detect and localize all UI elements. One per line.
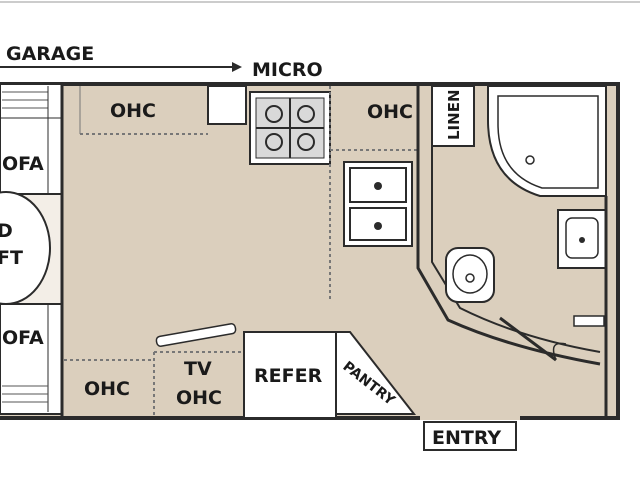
sofa-bottom-cushion: [2, 385, 48, 403]
ohc-top-label: OHC: [110, 100, 156, 122]
bath-wall: [416, 84, 601, 366]
refer-label: REFER: [254, 365, 323, 387]
ohc-bottom-label: OHC: [84, 378, 130, 400]
burner-grid: [265, 105, 315, 151]
linen-label: LINEN: [445, 90, 463, 141]
sofa-bottom-label: OFA: [2, 327, 44, 349]
loft-label-1: D: [0, 220, 13, 242]
toilet-icon: [445, 247, 495, 303]
counter-block: [207, 85, 247, 125]
sofa-bottom: [0, 303, 63, 415]
micro-label: MICRO: [252, 59, 323, 81]
sofa-top: [0, 83, 63, 195]
rear-door-jamb: [573, 315, 605, 327]
ohc-mid-label: OHC: [367, 101, 413, 123]
tv-icon: [155, 323, 237, 347]
garage-label: GARAGE: [6, 43, 94, 65]
tv-label-2: OHC: [176, 387, 222, 409]
sofa-top-label: OFA: [2, 153, 44, 175]
door-swing-icon: [499, 316, 567, 362]
entry-label: ENTRY: [432, 427, 501, 449]
linen-cabinet: [431, 85, 475, 147]
entry-label-box: [423, 421, 517, 451]
garage-arrow-icon: [0, 62, 242, 72]
pantry-cabinet: [335, 331, 417, 415]
loft-label-2: FT: [0, 247, 23, 269]
sofa-top-cushion: [2, 91, 48, 109]
tv-label-1: TV: [184, 358, 212, 380]
